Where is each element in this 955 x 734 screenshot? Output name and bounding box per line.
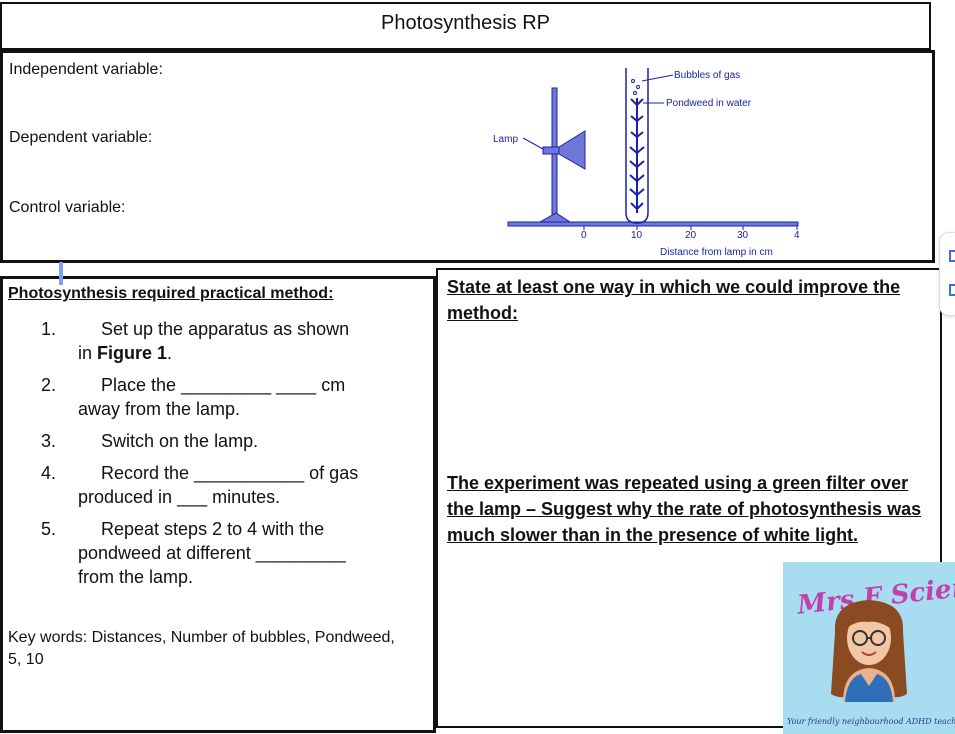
test-tube xyxy=(625,68,649,224)
lamp-label: Lamp xyxy=(493,134,518,145)
step-continuation: in Figure 1. xyxy=(78,343,173,363)
method-step: 2. Place the _________ ____ cm away from … xyxy=(41,373,391,421)
bubble xyxy=(631,79,635,83)
step-text: Repeat steps 2 to 4 with the xyxy=(101,519,325,539)
method-step: 1. Set up the apparatus as shown in Figur… xyxy=(41,317,391,365)
tick-label: 20 xyxy=(685,230,697,241)
bubble xyxy=(636,85,640,89)
mrs-f-science-logo: Mrs F Science Your friendly neighbourhoo… xyxy=(783,562,955,734)
bench-line xyxy=(507,221,799,227)
dependent-variable-label: Dependent variable: xyxy=(9,129,153,146)
bubble xyxy=(633,91,637,95)
text-cursor-marker xyxy=(59,262,63,285)
step-text: Switch on the lamp. xyxy=(101,431,259,451)
step-text: Record the ___________ of gas xyxy=(101,463,359,483)
teacher-avatar-icon xyxy=(831,600,907,702)
step-text: Place the _________ ____ cm xyxy=(101,375,346,395)
axis-title: Distance from lamp in cm xyxy=(660,247,773,258)
tick-label: 10 xyxy=(631,230,643,241)
key-words: Key words: Distances, Number of bubbles,… xyxy=(8,629,395,668)
step-continuation: from the lamp. xyxy=(78,567,194,587)
title-box: Photosynthesis RP xyxy=(0,2,931,50)
step-number: 3. xyxy=(41,431,57,451)
method-step: 4. Record the ___________ of gas produced… xyxy=(41,461,391,509)
questions-box: State at least one way in which we could… xyxy=(436,268,942,728)
control-variable-label: Control variable: xyxy=(9,199,126,216)
tick-label: 30 xyxy=(737,230,749,241)
logo-tagline: Your friendly neighbourhood ADHD teacher xyxy=(787,717,955,726)
tick-label: 4 xyxy=(794,230,800,241)
lamp-shade xyxy=(558,130,586,170)
method-heading: Photosynthesis required practical method… xyxy=(8,285,334,302)
method-step: 3. Switch on the lamp. xyxy=(41,429,391,453)
method-box: Photosynthesis required practical method… xyxy=(0,276,436,733)
page-title: Photosynthesis RP xyxy=(381,12,550,34)
step-number: 4. xyxy=(41,463,57,483)
pondweed xyxy=(629,98,645,213)
step-continuation: produced in ___ minutes. xyxy=(78,487,281,507)
pondweed-label: Pondweed in water xyxy=(666,98,752,109)
step-number: 2. xyxy=(41,375,57,395)
lamp-arm xyxy=(542,146,560,155)
step-text: Set up the apparatus as shown xyxy=(101,319,350,339)
step-number: 1. xyxy=(41,319,57,339)
variables-box: Independent variable: Dependent variable… xyxy=(0,50,935,263)
figure-reference: Figure 1 xyxy=(97,343,168,363)
tick-label: 0 xyxy=(581,230,587,241)
step-continuation: pondweed at different _________ xyxy=(78,543,346,563)
comment-icon[interactable] xyxy=(949,250,955,262)
bubbles-label: Bubbles of gas xyxy=(674,70,740,81)
comment-icon[interactable] xyxy=(949,284,955,296)
step-number: 5. xyxy=(41,519,57,539)
independent-variable-label: Independent variable: xyxy=(9,61,163,78)
improve-question: State at least one way in which we could… xyxy=(447,277,901,323)
lamp-stand-pole xyxy=(551,87,558,223)
step-continuation: away from the lamp. xyxy=(78,399,241,419)
side-panel-tab[interactable] xyxy=(939,232,955,316)
apparatus-figure: Lamp Bubbles of gas Pondweed in water 0 … xyxy=(493,68,800,258)
lamp-stand-base xyxy=(538,212,572,223)
green-filter-question: The experiment was repeated using a gree… xyxy=(447,473,922,545)
method-step: 5. Repeat steps 2 to 4 with the pondweed … xyxy=(41,517,391,589)
